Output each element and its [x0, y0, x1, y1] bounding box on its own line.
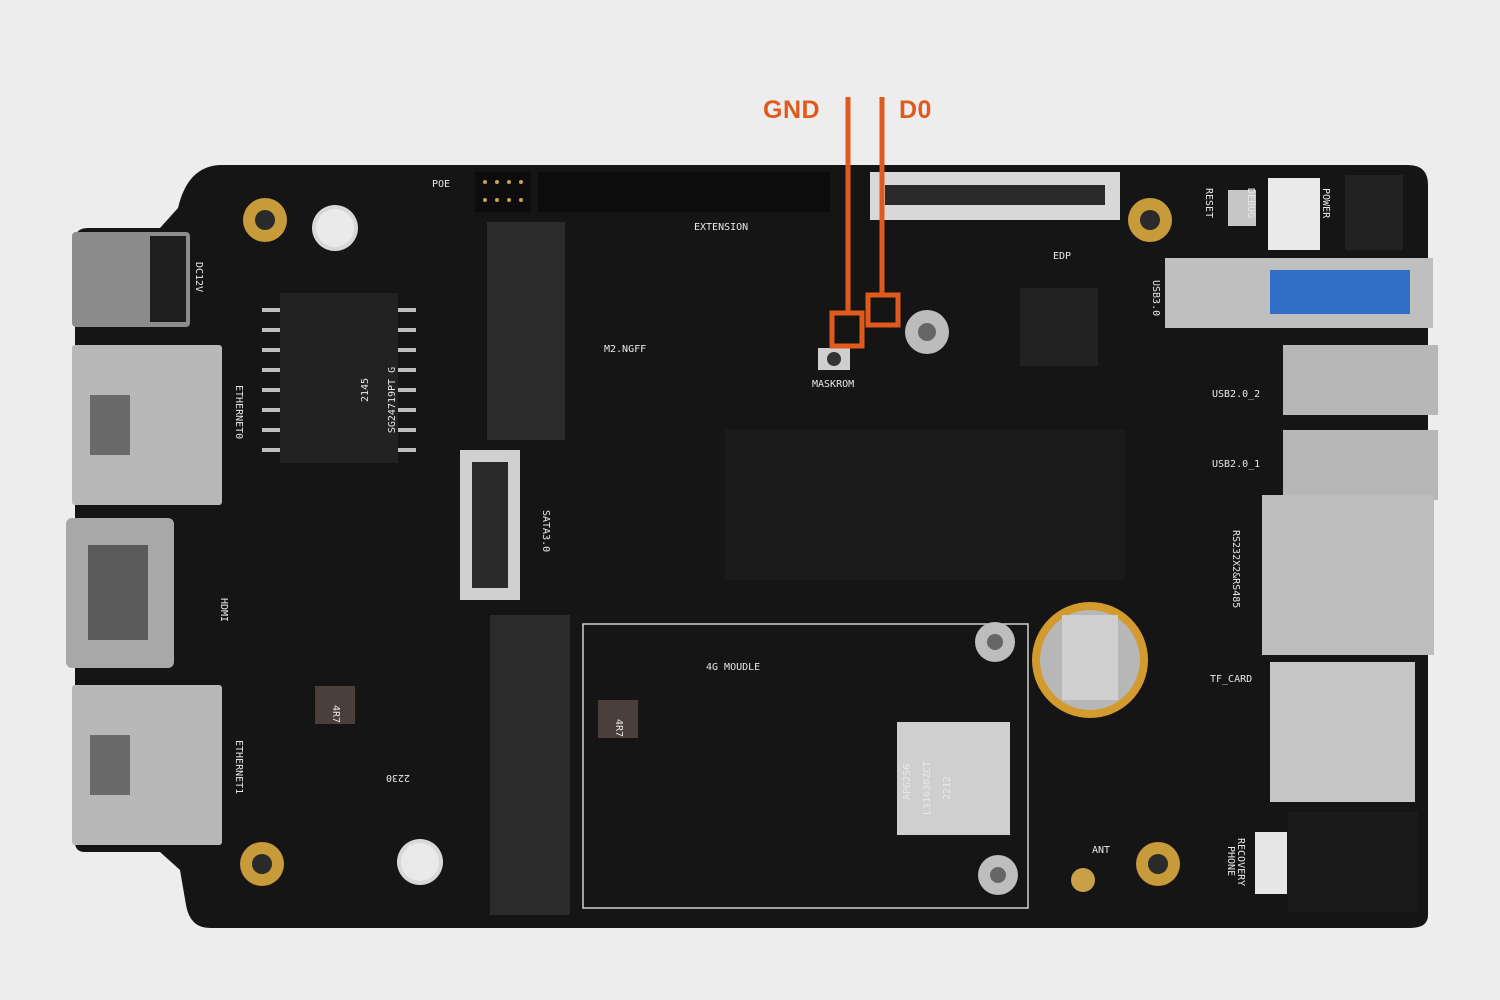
- mounting-hole: [1128, 198, 1172, 242]
- label-power: POWER: [1320, 188, 1331, 219]
- cap-label-2: 35V: [324, 225, 342, 236]
- inductor: [598, 700, 638, 738]
- gnd-callout-marker: [829, 97, 865, 349]
- label-ethernet0: ETHERNET0: [233, 385, 244, 439]
- cap2-label-1: F0: [407, 844, 419, 855]
- label-debug: DEBUG: [1245, 188, 1256, 218]
- usb2-port-1: [1283, 430, 1438, 500]
- soc-area: [725, 430, 1125, 580]
- coin-battery: [1032, 602, 1148, 718]
- poe-chip: [280, 293, 398, 463]
- wifi-module: [897, 722, 1010, 835]
- label-extension: EXTENSION: [694, 222, 748, 233]
- label-sata: SATA3.0: [540, 510, 551, 552]
- cap2-label-3: 16S: [407, 868, 425, 879]
- cap2-label-2: 220: [407, 856, 425, 867]
- 4g-module-slot: [490, 615, 570, 915]
- power-switch: [1345, 175, 1403, 250]
- electrolytic-capacitor: [397, 839, 443, 885]
- cap-label-1: 100: [324, 214, 342, 225]
- label-usb3: USB3.0: [1150, 280, 1161, 316]
- m2-ngff-slot: [487, 222, 565, 440]
- ethernet-port-1: [72, 685, 222, 845]
- label-maskrom: MASKROM: [812, 379, 854, 390]
- label-phone: PHONE: [1225, 846, 1236, 876]
- label-2230: 2230: [386, 772, 410, 783]
- extension-header: [538, 172, 830, 212]
- inductor-label-1: 4R7: [330, 705, 341, 723]
- label-usb2-1: USB2.0_1: [1212, 459, 1260, 470]
- gnd-callout-label: GND: [763, 96, 821, 124]
- poe-chip-label-2: 2145: [360, 378, 371, 402]
- inductor-label-2: 4R7: [613, 719, 624, 737]
- usb-hub-chip: [1020, 288, 1098, 366]
- label-rs232: RS232X2&RS485: [1230, 530, 1241, 608]
- phone-jack: [1288, 812, 1418, 912]
- mounting-hole: [240, 842, 284, 886]
- label-edp: EDP: [1053, 251, 1071, 262]
- label-reset: RESET: [1203, 188, 1214, 218]
- label-tf-card: TF_CARD: [1210, 674, 1252, 685]
- debug-connector: [1268, 178, 1320, 250]
- wifi-label-1: AP6256: [902, 764, 913, 800]
- mounting-hole: [243, 198, 287, 242]
- wifi-label-3: 2212: [942, 776, 953, 800]
- label-usb2-2: USB2.0_2: [1212, 389, 1260, 400]
- electrolytic-capacitor: [312, 205, 358, 251]
- d0-callout-label: D0: [899, 96, 932, 124]
- cap-label-3: VT: [326, 236, 338, 247]
- label-hdmi: HDMI: [218, 598, 229, 622]
- label-recovery: RECOVERY: [1235, 838, 1246, 886]
- tf-card-slot: [1270, 662, 1415, 802]
- label-m2ngff: M2.NGFF: [604, 344, 646, 355]
- usb2-port-2: [1283, 345, 1438, 415]
- label-4g-module: 4G MOUDLE: [706, 662, 760, 673]
- rs232-port: [1262, 495, 1434, 655]
- antenna-connector: [1071, 868, 1095, 892]
- poe-chip-label-1: SG24719PT G: [387, 367, 398, 433]
- mounting-hole: [1136, 842, 1180, 886]
- d0-callout-marker: [865, 97, 901, 328]
- label-ethernet1: ETHERNET1: [233, 740, 244, 794]
- recovery-button: [1255, 832, 1287, 894]
- inductor: [315, 686, 355, 724]
- 4g-module-outline: [582, 623, 1029, 909]
- label-ant: ANT: [1092, 845, 1110, 856]
- reset-button: [1228, 190, 1256, 226]
- ethernet-port-0: [72, 345, 222, 505]
- wifi-label-2: L31630ZCT: [922, 761, 933, 815]
- poe-header: [475, 172, 531, 212]
- label-poe: POE: [432, 179, 450, 190]
- label-dc12v: DC12V: [193, 262, 204, 292]
